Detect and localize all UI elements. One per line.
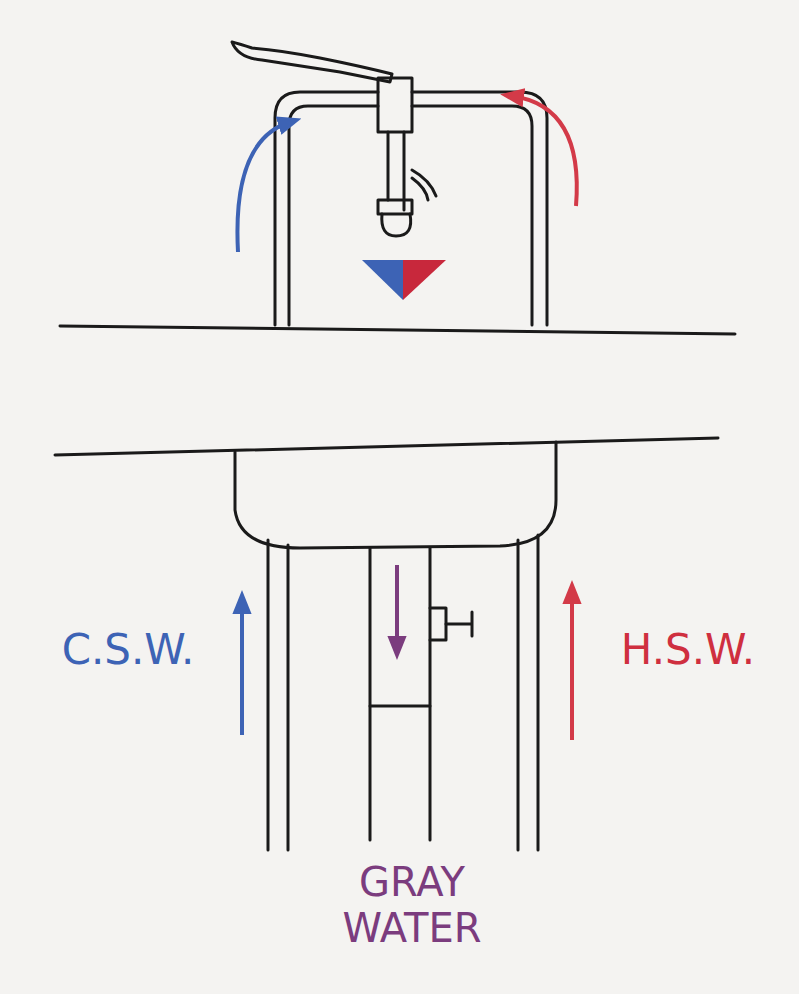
pipe-label: C.S.W. — [28, 626, 228, 674]
pipe-label: H.S.W. — [588, 626, 788, 674]
pipe-label: GRAY WATER — [312, 859, 512, 951]
